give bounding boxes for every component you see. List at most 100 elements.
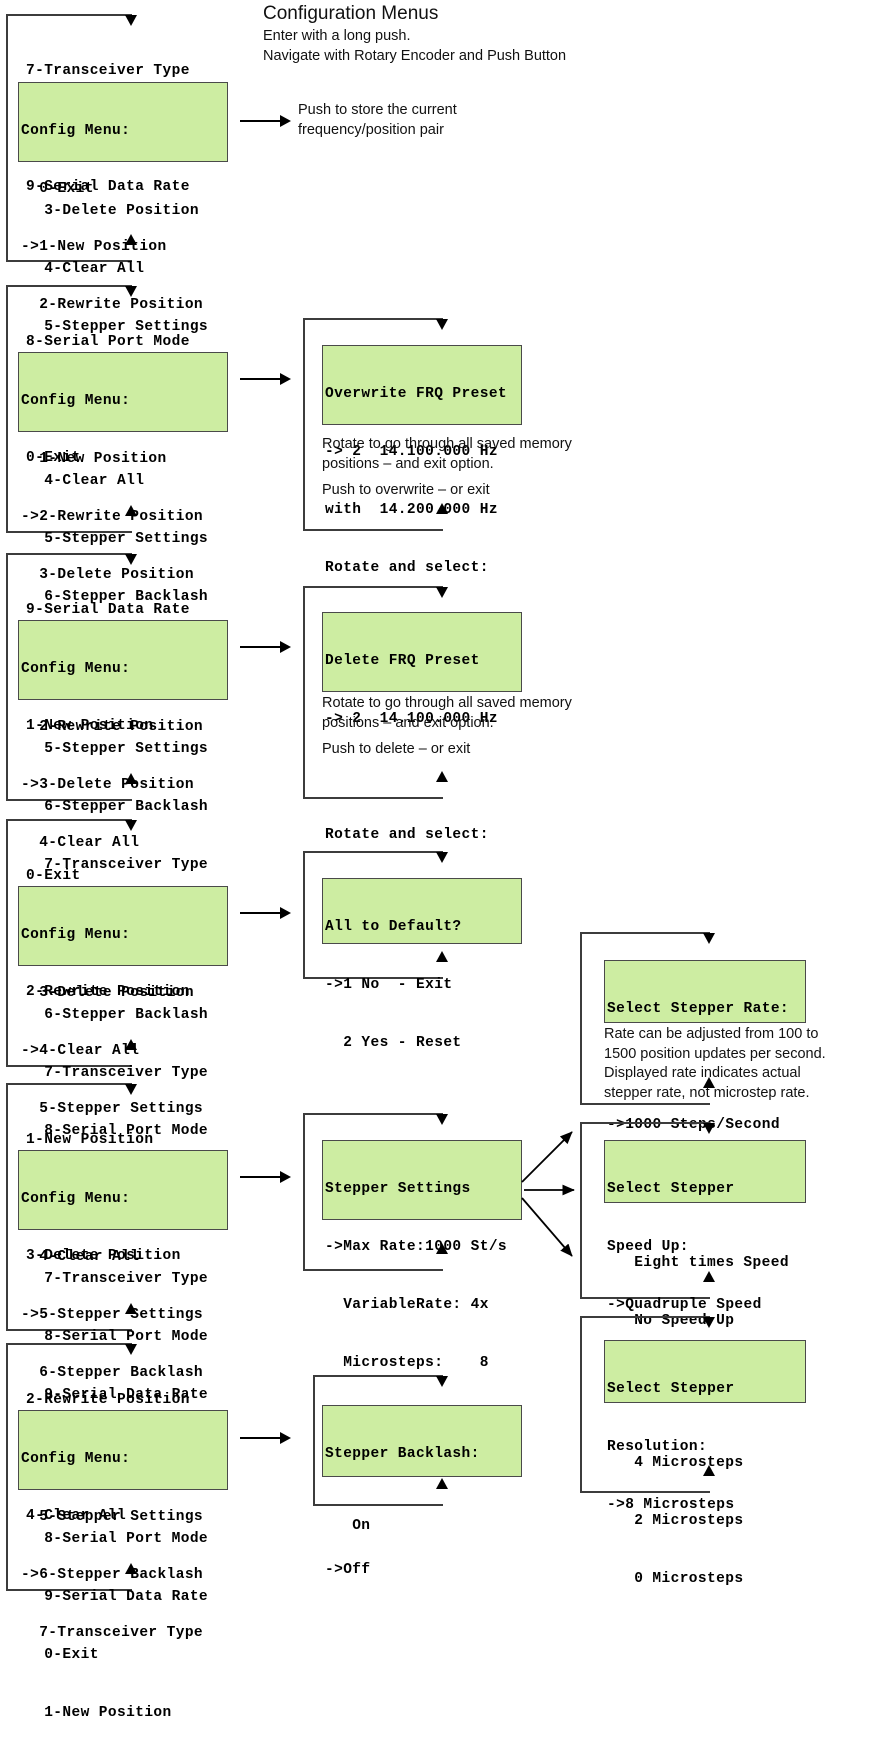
flow-arrow-down-icon (125, 1344, 137, 1355)
menu-line: 2-Rewrite Position (26, 1391, 190, 1408)
loop-top-line (6, 1083, 132, 1085)
option-line[interactable]: On (334, 1517, 371, 1534)
note-line: Push to delete – or exit (322, 741, 471, 757)
flow-arrow-right-icon (280, 1432, 291, 1444)
menu-line: 2-Rewrite Position (26, 984, 190, 1001)
flow-arrow-up-icon (436, 503, 448, 514)
header-line-1: Enter with a long push. (263, 28, 411, 44)
lcd-screen-config-menu[interactable]: Config Menu: 4-Clear All ->5-Stepper Set… (18, 1150, 228, 1381)
loop-left-line (6, 14, 8, 262)
note-line: positions – and exit option. (322, 714, 494, 731)
menu-line: 0-Exit (26, 867, 81, 884)
menu-line: 8-Serial Port Mode (26, 1329, 209, 1346)
menu-line: 5-Stepper Settings (26, 319, 209, 336)
menu-line: 7-Transceiver Type (26, 857, 209, 874)
subloop-bottom-line (313, 1504, 443, 1506)
lcd-line-selected: ->5-Stepper Settings (21, 1307, 204, 1324)
lcd-line: with 14.200.000 Hz (325, 502, 498, 519)
menu-line: 8-Serial Port Mode (26, 1530, 209, 1547)
lcd-line-selected: ->4-Clear All (21, 1043, 140, 1060)
flow-arrow-down-icon (125, 286, 137, 297)
note-line: stepper rate, not microstep rate. (604, 1084, 810, 1101)
option-line[interactable]: Eight times Speed (616, 1254, 789, 1271)
subloop-left-line (303, 586, 305, 798)
subloop-left-line (580, 1122, 582, 1298)
lcd-line: 3-Delete Position (21, 985, 194, 1002)
lcd-line-selected: ->1-New Position (21, 239, 167, 256)
resolution-options: 4 Microsteps 2 Microsteps 0 Microsteps (616, 1415, 743, 1628)
lcd-screen-config-menu[interactable]: Config Menu: 5-Stepper Settings ->6-Step… (18, 1410, 228, 1641)
menu-line: 3-Delete Position (26, 1248, 181, 1265)
subloop-top-line (313, 1375, 443, 1377)
flow-arrow-up-icon (436, 1243, 448, 1254)
subloop-top-line (580, 1122, 710, 1124)
flow-arrow-down-icon (436, 1376, 448, 1387)
option-line[interactable]: 4 Microsteps (616, 1454, 744, 1471)
menu-line: 3-Delete Position (26, 202, 199, 219)
lcd-line-selected: ->8 Microsteps (607, 1497, 735, 1514)
lcd-line: 0-Exit (21, 181, 94, 198)
lcd-line: Config Menu: (21, 1190, 131, 1207)
lcd-line-selected: ->3-Delete Position (21, 777, 194, 794)
menu-line: 9-Serial Data Rate (26, 1387, 209, 1404)
flow-arrow-up-icon (125, 1303, 137, 1314)
menu-lines-below: 8-Serial Port Mode 9-Serial Data Rate 0-… (24, 1491, 208, 1763)
page-header: Configuration Menus Enter with a long pu… (263, 2, 703, 66)
subloop-bottom-line (303, 797, 443, 799)
lcd-line: 4-Clear All (21, 835, 140, 852)
lcd-line: 2-Rewrite Position (21, 719, 204, 736)
lcd-screen-stepper-settings[interactable]: Stepper Settings ->Max Rate:1000 St/s Va… (322, 1140, 522, 1371)
subloop-left-line (580, 1316, 582, 1492)
note-line: Rate can be adjusted from 100 to (604, 1026, 819, 1042)
lcd-screen-select-stepper-speed-up[interactable]: Select Stepper Speed Up: ->Quadruple Spe… (604, 1140, 806, 1313)
flow-arrow-up-icon (703, 1077, 715, 1088)
lcd-line: 4-Clear All (21, 1249, 140, 1266)
menu-line: 5-Stepper Settings (26, 531, 209, 548)
option-line[interactable]: 2 Microsteps (616, 1513, 744, 1530)
flow-arrow-down-icon (125, 820, 137, 831)
lcd-screen-config-menu[interactable]: Config Menu: 3-Delete Position ->4-Clear… (18, 886, 228, 1117)
lcd-screen-select-stepper-resolution[interactable]: Select Stepper Resolution: ->8 Microstep… (604, 1340, 806, 1513)
lcd-screen-all-to-default[interactable]: All to Default? ->1 No - Exit 2 Yes - Re… (322, 878, 522, 1051)
lcd-line: Config Menu: (21, 660, 131, 677)
flow-arrow-up-icon (125, 234, 137, 245)
note-line: frequency/position pair (298, 121, 444, 138)
lcd-screen-config-menu[interactable]: Config Menu: 2-Rewrite Position ->3-Dele… (18, 620, 228, 851)
menu-line: 1-New Position (26, 718, 154, 735)
lcd-line-selected: ->1000 Steps/Second (607, 1117, 780, 1134)
lcd-line: Stepper Settings (325, 1180, 471, 1197)
lcd-screen-config-menu[interactable]: Config Menu: 0-Exit ->1-New Position 2-R… (18, 82, 228, 313)
annotation-rewrite-position: Rotate to go through all saved memory po… (322, 435, 572, 501)
lcd-line: 5-Stepper Settings (21, 1101, 204, 1118)
flow-arrow-down-icon (436, 1114, 448, 1125)
menu-line: 8-Serial Port Mode (26, 1123, 209, 1140)
note-line: Rotate to go through all saved memory (322, 436, 572, 452)
flow-arrow-down-icon (703, 933, 715, 944)
lcd-screen-config-menu[interactable]: Config Menu: 1-New Position ->2-Rewrite … (18, 352, 228, 583)
page-title: Configuration Menus (263, 3, 439, 24)
loop-top-line (6, 1343, 132, 1345)
subloop-top-line (303, 851, 443, 853)
connector-line (240, 120, 282, 122)
flow-arrow-up-icon (436, 1478, 448, 1489)
loop-left-line (6, 1343, 8, 1591)
lcd-screen-overwrite-frq-preset[interactable]: Overwrite FRQ Preset -> 2 14.100.000 Hz … (322, 345, 522, 576)
subloop-left-line (303, 1113, 305, 1270)
note-line: Push to overwrite – or exit (322, 482, 490, 498)
menu-line: 9-Serial Data Rate (26, 601, 190, 618)
lcd-screen-select-stepper-rate[interactable]: Select Stepper Rate: ->1000 Steps/Second (604, 960, 806, 1133)
menu-line: 7-Transceiver Type (26, 1065, 209, 1082)
note-line: Push to store the current (298, 102, 457, 118)
menu-line: 7-Transceiver Type (26, 62, 190, 79)
lcd-screen-delete-frq-preset[interactable]: Delete FRQ Preset -> 2 14.100.000 Hz Rot… (322, 612, 522, 843)
lcd-line-selected: ->1 No - Exit (325, 977, 453, 994)
loop-top-line (6, 14, 132, 16)
option-line[interactable]: 0 Microsteps (616, 1571, 744, 1588)
lcd-line: Rotate and select: (325, 827, 489, 844)
lcd-line: Config Menu: (21, 926, 131, 943)
subloop-top-line (303, 1113, 443, 1115)
lcd-screen-stepper-backlash[interactable]: Stepper Backlash: ->Off (322, 1405, 522, 1578)
flow-arrow-up-icon (436, 771, 448, 782)
lcd-line: Select Stepper (607, 1380, 735, 1397)
subloop-bottom-line (303, 529, 443, 531)
